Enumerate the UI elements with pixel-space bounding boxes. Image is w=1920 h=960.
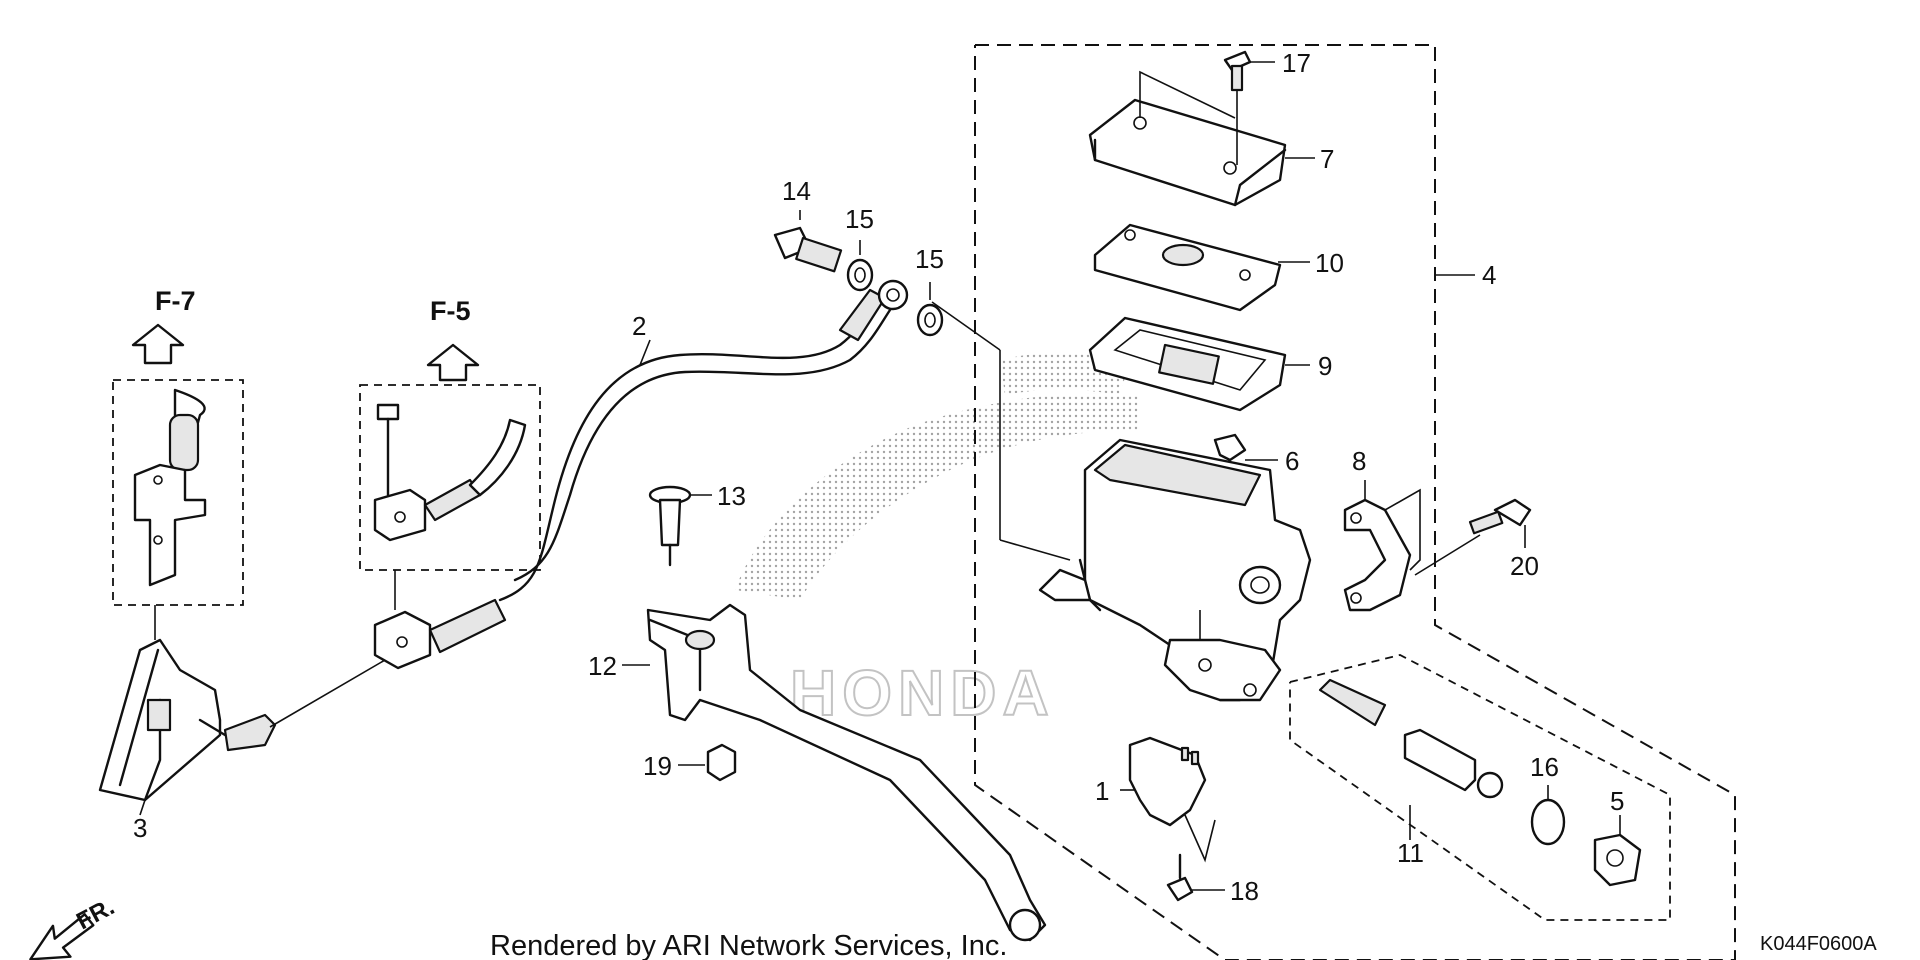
diagram-code: K044F0600A xyxy=(1760,933,1877,955)
callout-20: 20 xyxy=(1510,551,1539,581)
boot-5: 5 xyxy=(1593,786,1642,887)
callout-14: 14 xyxy=(782,176,811,206)
ref-f5: F-5 xyxy=(430,296,471,326)
bolt-20: 20 xyxy=(1414,498,1539,581)
arrow-up-icon xyxy=(131,323,185,365)
reservoir-cap-7: 7 xyxy=(1088,70,1334,207)
screw-18: 18 xyxy=(1166,853,1259,906)
callout-13: 13 xyxy=(717,481,746,511)
piston-set-11: 11 xyxy=(1318,678,1504,868)
callout-2: 2 xyxy=(632,311,646,341)
callout-1: 1 xyxy=(1095,776,1109,806)
pivot-bolt-13: 13 xyxy=(648,481,746,567)
callout-8: 8 xyxy=(1352,446,1366,476)
callout-10: 10 xyxy=(1315,248,1344,278)
front-direction-indicator: FR. xyxy=(29,893,119,960)
honda-wing-watermark: HONDA xyxy=(735,352,1140,730)
credit-text: Rendered by ARI Network Services, Inc. xyxy=(490,930,1007,960)
float-6: 6 xyxy=(1213,433,1299,476)
callout-6: 6 xyxy=(1285,446,1299,476)
banjo-bolt-14: 14 xyxy=(773,176,843,273)
assembly-11-boundary xyxy=(1289,654,1671,921)
brake-hose-3: 3 xyxy=(98,638,277,843)
callout-7: 7 xyxy=(1320,144,1334,174)
callout-3: 3 xyxy=(133,813,147,843)
sealing-washer-15a: 15 xyxy=(845,204,874,292)
callout-11: 11 xyxy=(1397,838,1424,868)
master-cylinder-body xyxy=(1038,438,1312,702)
diaphragm-plate-10: 10 xyxy=(1093,223,1344,312)
holder-8: 8 xyxy=(1343,446,1421,612)
brake-hose-2: 2 xyxy=(269,279,1071,728)
diaphragm-9: 9 xyxy=(1088,316,1332,412)
callout-19: 19 xyxy=(643,751,672,781)
arrow-up-icon-2 xyxy=(426,343,480,382)
detail-f5: F-5 xyxy=(359,296,541,571)
callout-4: 4 xyxy=(1482,260,1496,290)
callout-16: 16 xyxy=(1530,752,1559,782)
callout-5: 5 xyxy=(1610,786,1624,816)
callout-18: 18 xyxy=(1230,876,1259,906)
assembly-4-boundary xyxy=(974,44,1736,960)
brake-lever-12: 12 xyxy=(588,603,1047,942)
switch-1: 1 xyxy=(1095,736,1216,863)
honda-watermark-text: HONDA xyxy=(790,657,1055,729)
circlip-16: 16 xyxy=(1530,752,1566,846)
callout-9: 9 xyxy=(1318,351,1332,381)
detail-f7: F-7 xyxy=(112,286,244,606)
nut-19: 19 xyxy=(643,743,737,782)
screw-17: 17 xyxy=(1223,48,1311,165)
sealing-washer-15b: 15 xyxy=(915,244,944,337)
ref-f7: F-7 xyxy=(155,286,196,316)
callout-15a: 15 xyxy=(845,204,874,234)
callout-17: 17 xyxy=(1282,48,1311,78)
callout-12: 12 xyxy=(588,651,617,681)
callout-15b: 15 xyxy=(915,244,944,274)
